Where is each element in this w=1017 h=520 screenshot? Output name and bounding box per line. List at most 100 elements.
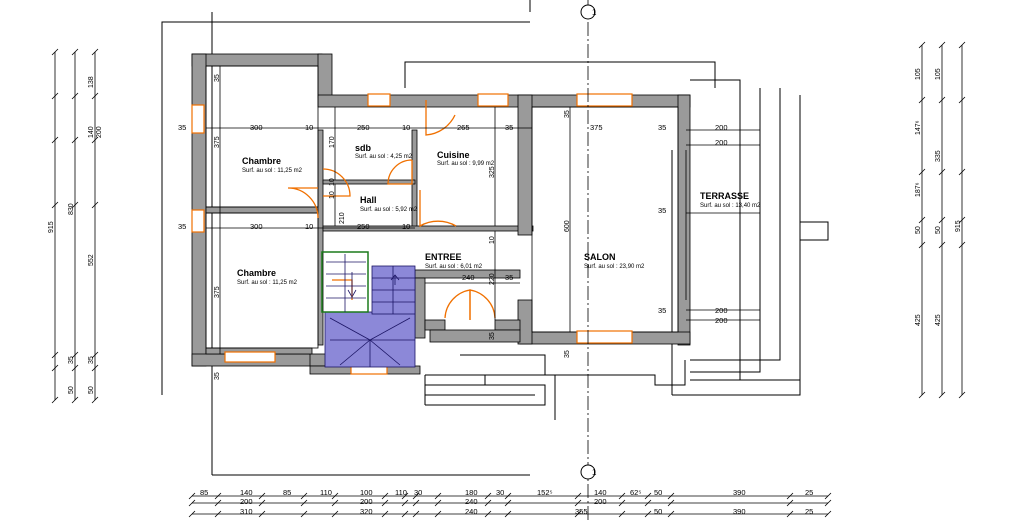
dim-v-entree-35: 35: [489, 332, 496, 340]
dimension-tick: [300, 499, 308, 507]
dim-b1-11: 62⁵: [630, 488, 641, 497]
dim-right-1876: 187⁶: [915, 182, 922, 197]
dim-v-bottom-35: 35: [214, 372, 221, 380]
room-name-entree: ENTREE: [425, 252, 462, 262]
left-dimension-chains: 915 830 138 140 200 552 35 35 50 50: [48, 48, 103, 404]
dim-b1-5: 110: [395, 488, 407, 497]
dimension-tick: [91, 201, 99, 209]
dimension-tick: [381, 499, 389, 507]
dimension-tick: [91, 48, 99, 56]
dim-right-total-915: 915: [955, 220, 962, 232]
dimension-tick: [938, 391, 946, 399]
room-name-hall: Hall: [360, 195, 377, 205]
dim-left-35b: 35: [88, 356, 95, 364]
dim-b1-0: 85: [200, 488, 208, 497]
dimension-tick: [824, 510, 832, 518]
dimension-tick: [71, 396, 79, 404]
window-salon-top: [576, 93, 633, 107]
room-surface-chambre2: Surf. au sol : 11,25 m2: [237, 280, 298, 286]
room-surface-hall: Surf. au sol : 5,92 m2: [360, 207, 418, 213]
dim-terrace-4: 200: [715, 316, 728, 325]
dimension-tick: [258, 492, 266, 500]
dim-top-3: 250: [357, 123, 370, 132]
window-cuisine: [477, 93, 509, 107]
dim-entree-35: 35: [505, 273, 513, 282]
dimension-tick: [71, 136, 79, 144]
dimension-tick: [71, 201, 79, 209]
dimension-tick: [786, 499, 794, 507]
window-sdb: [367, 93, 391, 107]
dimension-tick: [71, 364, 79, 372]
dimension-tick: [331, 492, 339, 500]
site-outlines: [161, 0, 829, 476]
right-dimension-chains: 105 105 147⁶ 335 187⁶ 50 50 425 425 915: [915, 41, 966, 399]
room-name-chambre1: Chambre: [242, 156, 281, 166]
dim-left-35a: 35: [68, 356, 75, 364]
interior-dimensions: 35 300 10 250 10 265 35 375 35 300 10 25…: [178, 66, 760, 380]
windows: [191, 93, 633, 375]
dimension-tick: [381, 510, 389, 518]
dim-b3-0: 310: [240, 507, 253, 516]
dim-salon-side-3: 35: [658, 306, 666, 315]
dim-b1-8: 30: [496, 488, 504, 497]
dimension-tick: [331, 499, 339, 507]
dim-v-cuisine-325: 325: [489, 166, 496, 178]
dimension-tick: [258, 499, 266, 507]
dim-top-1: 300: [250, 123, 263, 132]
dimension-tick: [214, 510, 222, 518]
room-name-chambre2: Chambre: [237, 268, 276, 278]
dim-mid-4: 10: [402, 222, 410, 231]
section-mark-top: 1: [592, 8, 597, 17]
dim-b1-7: 180: [465, 488, 478, 497]
dimension-tick: [504, 510, 512, 518]
dimension-tick: [188, 492, 196, 500]
dim-top-2: 10: [305, 123, 313, 132]
dim-left-50a: 50: [68, 386, 75, 394]
dim-salon-side-2: 35: [658, 206, 666, 215]
room-name-sdb: sdb: [355, 143, 372, 153]
dim-left-total-830: 830: [68, 203, 75, 215]
dim-right-425b: 425: [935, 314, 942, 326]
dimension-tick: [412, 510, 420, 518]
dimension-tick: [434, 492, 442, 500]
dimension-tick: [918, 41, 926, 49]
dim-terrace-2: 200: [715, 138, 728, 147]
dimension-tick: [938, 168, 946, 176]
room-surface-salon: Surf. au sol : 23,90 m2: [584, 264, 645, 270]
dim-v-hall-10b: 10: [329, 191, 336, 199]
room-labels: Chambre Surf. au sol : 11,25 m2 Chambre …: [237, 143, 761, 286]
dimension-tick: [71, 92, 79, 100]
dim-left-552: 552: [88, 254, 95, 266]
dim-v-hall-210: 210: [339, 212, 346, 224]
dim-mid-1: 300: [250, 222, 263, 231]
dim-b3-6: 25: [805, 507, 813, 516]
dimension-tick: [618, 492, 626, 500]
dim-v-salon-600: 600: [564, 220, 571, 232]
dimension-tick: [618, 499, 626, 507]
room-surface-entree: Surf. au sol : 6,01 m2: [425, 264, 483, 270]
dim-left-138: 138: [88, 76, 95, 88]
dim-b1-4: 100: [360, 488, 373, 497]
dimension-tick: [484, 492, 492, 500]
dimension-tick: [214, 499, 222, 507]
section-mark-bottom: 1: [592, 468, 597, 477]
dimension-tick: [412, 492, 420, 500]
dimension-tick: [918, 168, 926, 176]
dimension-tick: [938, 96, 946, 104]
dim-v-entree-10: 10: [489, 236, 496, 244]
dim-b3-2: 240: [465, 507, 478, 516]
dimension-tick: [938, 216, 946, 224]
dim-b2-3: 200: [594, 497, 607, 506]
dim-b3-3: 355: [575, 507, 588, 516]
dim-right-1476: 147⁶: [915, 120, 922, 135]
dimension-tick: [918, 241, 926, 249]
dim-left-total-915: 915: [48, 221, 55, 233]
dim-b2-0: 200: [240, 497, 253, 506]
dimension-tick: [958, 391, 966, 399]
dimension-tick: [574, 510, 582, 518]
dimension-tick: [51, 48, 59, 56]
dimension-tick: [91, 136, 99, 144]
window-chambre1: [191, 104, 205, 134]
dimension-tick: [188, 510, 196, 518]
dim-top-5: 265: [457, 123, 470, 132]
